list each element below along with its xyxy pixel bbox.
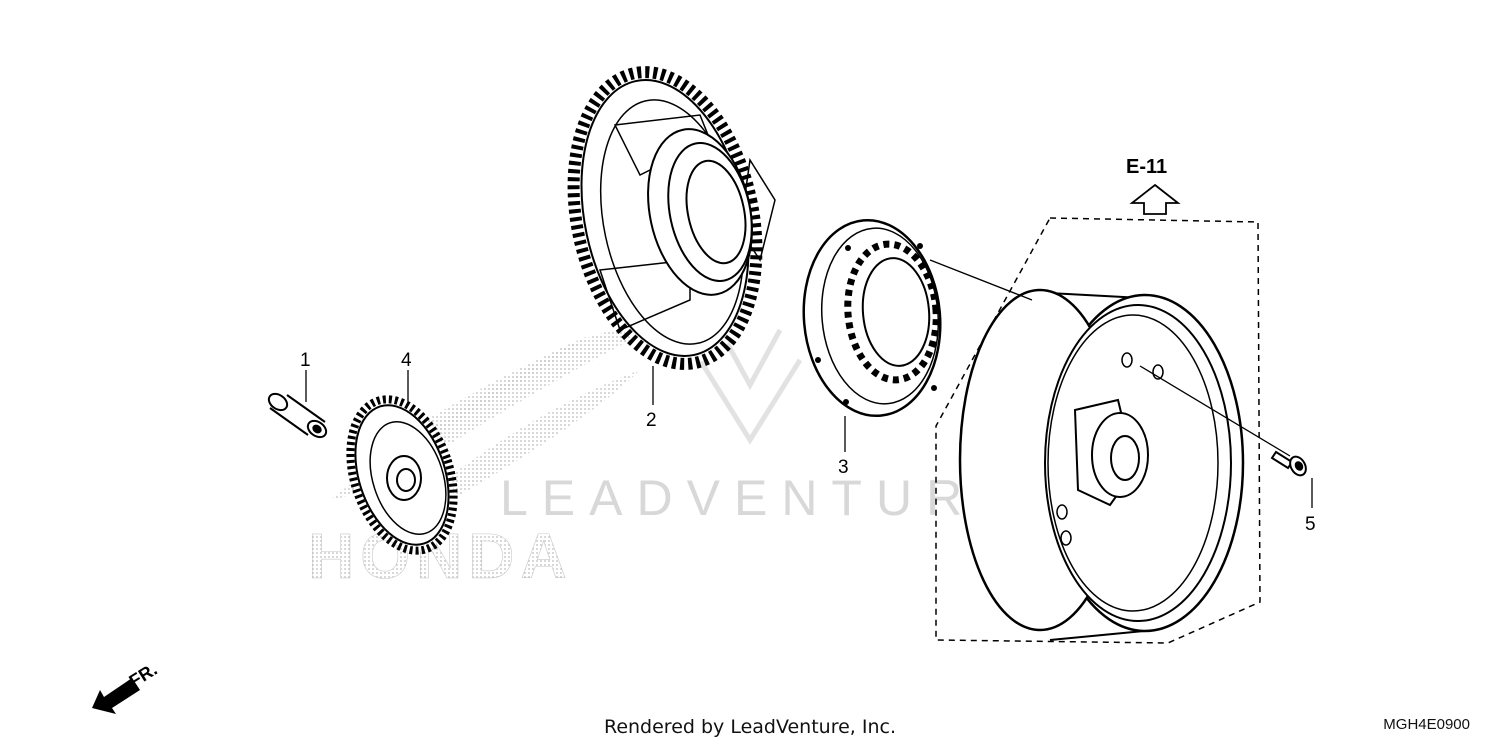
diagram-code: MGH4E0900 — [1383, 716, 1470, 733]
part-5-bolt[interactable] — [929, 259, 1309, 478]
assembly-boundary — [935, 217, 1261, 644]
reference-up-arrow-icon[interactable] — [1129, 183, 1181, 215]
callout-4: 4 — [401, 350, 412, 371]
callout-3: 3 — [838, 457, 849, 478]
callout-2: 2 — [646, 410, 657, 431]
reference-label[interactable]: E-11 — [1126, 156, 1167, 178]
part-4-gear[interactable] — [332, 386, 472, 564]
leadventure-watermark-text: LEADVENTURE — [500, 470, 1024, 526]
part-2-driven-gear[interactable] — [548, 55, 782, 381]
part-1-spacer[interactable] — [266, 391, 329, 441]
callout-5: 5 — [1305, 514, 1316, 535]
leader-lines — [305, 366, 1313, 508]
front-direction-arrow-icon — [92, 678, 140, 714]
callout-1: 1 — [300, 350, 311, 371]
part-3-one-way-clutch[interactable] — [796, 214, 949, 421]
flywheel[interactable] — [958, 288, 1245, 641]
render-credit: Rendered by LeadVenture, Inc. — [603, 716, 897, 738]
